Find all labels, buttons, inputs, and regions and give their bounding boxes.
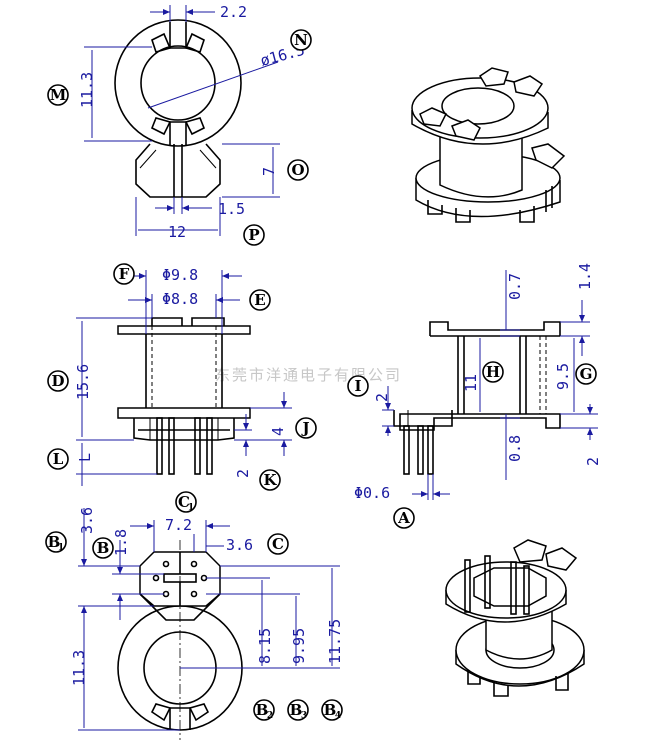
svg-text:M: M <box>50 86 67 104</box>
tag-b2: B 2 <box>253 699 275 721</box>
dim-flange-top: 1.4 <box>576 263 594 290</box>
dim-base-width: 12 <box>168 223 186 241</box>
tag-o: O <box>287 159 309 181</box>
dim-slot-width: 2.2 <box>220 3 247 21</box>
dim-c: 3.6 <box>226 536 253 554</box>
svg-text:L: L <box>53 450 64 468</box>
dim-inner-height: 11 <box>462 374 480 392</box>
dim-g: 9.5 <box>554 363 572 390</box>
svg-text:2: 2 <box>267 711 273 721</box>
dim-diameter-f: Φ9.8 <box>162 266 198 284</box>
tag-p: P <box>243 224 265 246</box>
svg-text:4: 4 <box>335 711 341 721</box>
svg-text:A: A <box>397 509 410 527</box>
svg-text:F: F <box>119 265 130 283</box>
svg-text:B: B <box>324 701 337 719</box>
dim-height-o: 7 <box>260 167 278 176</box>
tag-c1: C 1 <box>175 491 197 513</box>
dim-pin-gap: 1.5 <box>218 200 245 218</box>
dim-diameter-e: Φ8.8 <box>162 290 198 308</box>
svg-text:E: E <box>254 291 265 309</box>
tag-f: F <box>113 263 135 285</box>
svg-text:1: 1 <box>188 503 194 513</box>
isometric-view-bottom <box>445 539 585 697</box>
svg-text:B: B <box>290 701 303 719</box>
tag-n: N <box>290 29 312 51</box>
dim-b2: 8.15 <box>256 628 274 664</box>
top-view: 2.2 ø16.5 11.3 7 1.5 12 N M O <box>47 3 312 246</box>
dim-wall: 0.8 <box>506 435 524 462</box>
tag-j: J <box>295 417 317 439</box>
tag-b3: B 3 <box>287 699 309 721</box>
dim-k: 2 <box>234 469 252 478</box>
dim-b3: 9.95 <box>290 628 308 664</box>
tag-g: G <box>575 363 597 385</box>
svg-text:G: G <box>580 365 593 383</box>
tag-e: E <box>249 289 271 311</box>
svg-text:O: O <box>291 161 304 179</box>
tag-a: A <box>393 507 415 529</box>
svg-text:H: H <box>486 363 500 381</box>
tag-h: H <box>482 361 504 383</box>
svg-text:J: J <box>300 419 309 437</box>
tag-b: B <box>92 537 114 559</box>
tag-k: K <box>259 469 281 491</box>
dim-pin-diameter: Φ0.6 <box>354 484 390 502</box>
svg-text:K: K <box>263 471 277 489</box>
watermark: 东莞市洋通电子有限公司 <box>215 366 402 384</box>
dim-flange-gap: 0.7 <box>506 273 524 300</box>
tag-b1: B 1 <box>45 531 67 553</box>
svg-text:B: B <box>48 533 61 551</box>
svg-text:N: N <box>294 31 308 49</box>
svg-text:B: B <box>97 539 110 557</box>
isometric-view-top <box>411 67 566 223</box>
svg-text:P: P <box>248 226 259 244</box>
dim-j: 4 <box>269 427 287 436</box>
dim-height-d: 15.6 <box>74 364 92 400</box>
dim-i: 2 <box>373 393 391 402</box>
svg-text:D: D <box>51 372 64 390</box>
tag-m: M <box>47 84 69 106</box>
dim-11-3: 11.3 <box>70 650 88 686</box>
dim-b4: 11.75 <box>326 619 344 664</box>
svg-text:1: 1 <box>58 543 64 553</box>
svg-text:C: C <box>272 535 284 553</box>
tag-l: L <box>47 448 69 470</box>
dim-c1: 7.2 <box>165 516 192 534</box>
dim-b1: 3.6 <box>78 507 96 534</box>
tag-i: I <box>347 375 369 397</box>
tag-c: C <box>267 533 289 555</box>
front-view: Φ9.8 Φ8.8 15.6 L 4 2 F E <box>47 263 317 491</box>
dim-2: 2 <box>584 457 602 466</box>
tag-b4: B 4 <box>321 699 343 721</box>
svg-text:C: C <box>178 493 190 511</box>
dim-b: 1.8 <box>112 529 130 556</box>
tag-d: D <box>47 370 69 392</box>
svg-text:B: B <box>256 701 269 719</box>
svg-text:I: I <box>354 377 361 395</box>
dim-height-m: 11.3 <box>78 72 96 108</box>
bottom-view: 7.2 3.6 3.6 1.8 11.3 8.15 9.95 11.75 C 1 <box>45 491 344 740</box>
section-view: 0.7 1.4 2 11 9.5 0.8 2 Φ0.6 I <box>347 263 602 529</box>
svg-text:3: 3 <box>301 711 307 721</box>
dim-l: L <box>76 453 94 462</box>
